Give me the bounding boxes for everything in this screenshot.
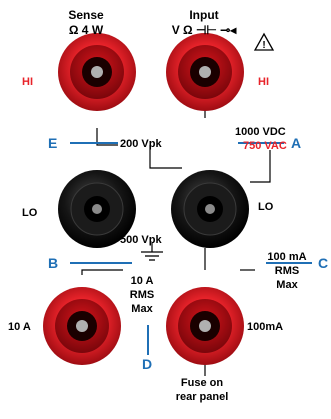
10a-rating-line2: RMS [129, 289, 155, 301]
sense-hi-label: HI [22, 76, 33, 88]
100ma-rating-line2: RMS [274, 265, 300, 277]
callout-c: C [318, 255, 329, 271]
fuse-note-line1: Fuse on [180, 377, 224, 389]
10a-jack-to-label-line [81, 269, 123, 275]
100ma-current-jack[interactable] [166, 287, 244, 365]
1000vdc-to-input-lo-line [250, 150, 271, 183]
input-lo-jack[interactable] [171, 170, 249, 248]
sense-lo-jack[interactable] [58, 170, 136, 248]
10a-rating-line1: 10 A [130, 275, 154, 287]
callout-d: D [142, 356, 153, 372]
svg-text:!: ! [262, 40, 265, 51]
500vpk-rating: 500 Vpk [120, 234, 162, 246]
10a-current-jack[interactable] [43, 287, 121, 365]
10a-rating-line3: Max [131, 303, 153, 315]
sense-symbol: Ω 4 W [68, 23, 104, 37]
input-hi-label: HI [258, 76, 269, 88]
sense-title: Sense [68, 8, 104, 22]
sense-hi-to-200vpk-line [96, 128, 118, 146]
hazard-triangle-icon: ! [253, 32, 275, 51]
sense-hi-jack[interactable] [58, 33, 136, 111]
input-title: Input [189, 8, 219, 22]
200vpk-to-input-lo-line [149, 145, 182, 169]
input-hi-jack[interactable] [166, 33, 244, 111]
ground-icon [141, 251, 163, 261]
1000vdc-rating: 1000 VDC [235, 126, 286, 138]
input-lo-label: LO [258, 201, 274, 213]
750vac-rating: 750 VAC [243, 140, 287, 152]
callout-a: A [291, 135, 302, 151]
100ma-jack-label: 100mA [247, 321, 284, 333]
callout-b: B [48, 255, 59, 271]
100ma-rating-line3: Max [276, 279, 298, 291]
callout-e: E [48, 135, 58, 151]
callout-lines [70, 142, 312, 355]
sense-lo-label: LO [22, 207, 38, 219]
input-symbol: V Ω ⊣⊢ ⊸◂ [171, 23, 237, 37]
100ma-rating-line1: 100 mA [267, 251, 307, 263]
fuse-note-line2: rear panel [175, 391, 229, 403]
200vpk-rating: 200 Vpk [120, 138, 162, 150]
10a-jack-label: 10 A [8, 321, 31, 333]
